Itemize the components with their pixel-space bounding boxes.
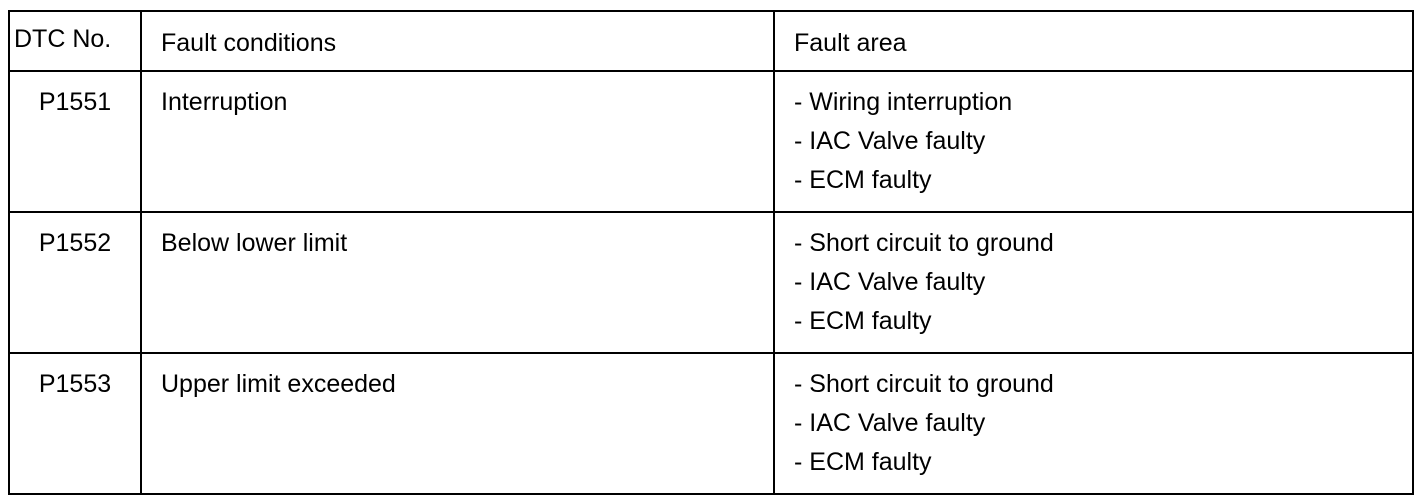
fault-condition-cell: Below lower limit [140, 211, 775, 354]
dtc-code-cell: P1551 [8, 70, 142, 213]
fault-area-item: - ECM faulty [794, 307, 932, 335]
header-row: DTC No. Fault conditions Fault area [8, 10, 1414, 72]
fault-area-cell: - Short circuit to ground - IAC Valve fa… [773, 211, 1414, 354]
table-row: P1552 Below lower limit - Short circuit … [8, 211, 1414, 354]
fault-area-item: - Short circuit to ground [794, 229, 1054, 257]
fault-area-item: - IAC Valve faulty [794, 409, 986, 437]
header-fault-area: Fault area [773, 10, 1414, 72]
dtc-code-cell: P1553 [8, 352, 142, 495]
fault-area-item: - ECM faulty [794, 166, 932, 194]
fault-area-item: - Short circuit to ground [794, 370, 1054, 398]
fault-condition-cell: Interruption [140, 70, 775, 213]
table-row: P1551 Interruption - Wiring interruption… [8, 70, 1414, 213]
fault-condition-cell: Upper limit exceeded [140, 352, 775, 495]
dtc-fault-table: DTC No. Fault conditions Fault area P155… [8, 10, 1414, 495]
table-body: P1551 Interruption - Wiring interruption… [8, 70, 1414, 495]
fault-area-cell: - Short circuit to ground - IAC Valve fa… [773, 352, 1414, 495]
fault-area-item: - IAC Valve faulty [794, 127, 986, 155]
header-fault-conditions: Fault conditions [140, 10, 775, 72]
fault-area-item: - ECM faulty [794, 448, 932, 476]
fault-area-cell: - Wiring interruption - IAC Valve faulty… [773, 70, 1414, 213]
table-header: DTC No. Fault conditions Fault area [8, 10, 1414, 72]
header-dtc-no: DTC No. [8, 10, 142, 72]
dtc-code-cell: P1552 [8, 211, 142, 354]
table-row: P1553 Upper limit exceeded - Short circu… [8, 352, 1414, 495]
fault-area-item: - Wiring interruption [794, 88, 1013, 116]
fault-area-item: - IAC Valve faulty [794, 268, 986, 296]
